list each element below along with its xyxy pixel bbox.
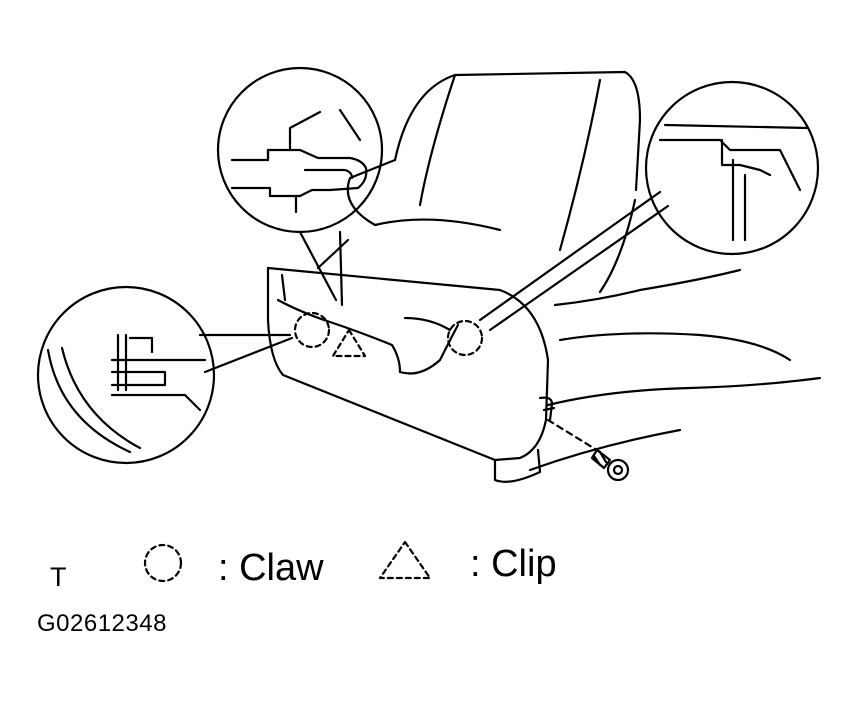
claw-detail-callout-right <box>478 80 820 332</box>
seat-body <box>346 70 822 472</box>
claw-detail-callout-left <box>36 285 294 465</box>
claw-legend-label: : Claw <box>218 547 324 589</box>
screw <box>546 418 630 482</box>
clip-marker <box>331 328 367 358</box>
clip-detail-callout <box>216 66 384 307</box>
claw-marker-right <box>446 319 484 357</box>
figure-code: G02612348 <box>37 610 167 637</box>
clip-legend-label: : Clip <box>470 543 557 585</box>
clip-legend-icon <box>378 540 432 580</box>
seat-side-shield <box>266 238 556 483</box>
corner-mark: T <box>50 562 67 592</box>
claw-marker-left <box>293 311 331 349</box>
claw-legend-icon <box>143 543 183 583</box>
